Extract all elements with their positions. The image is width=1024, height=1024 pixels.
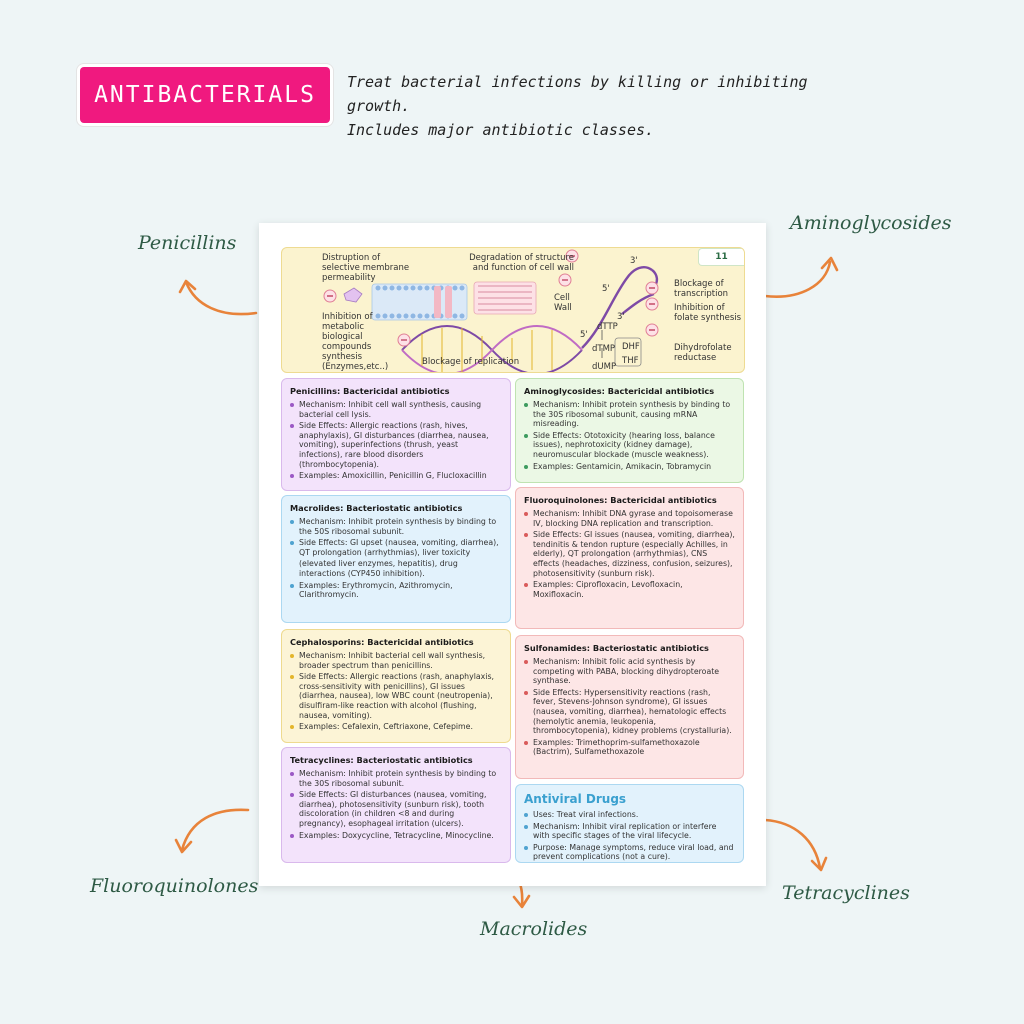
arrow-fluoroquinolones-icon [180, 808, 250, 852]
inhibition-markers-icon [323, 249, 659, 347]
card-fluoroquinolones: Fluoroquinolones: Bactericidal antibioti… [515, 487, 744, 629]
callout-penicillins: Penicillins [138, 232, 237, 254]
arrow-penicillins-icon [184, 280, 258, 316]
label-3prime-b: 3' [617, 312, 625, 322]
list-item: Side Effects: GI disturbances (nausea, v… [290, 790, 502, 828]
tagline-line-1: Treat bacterial infections by killing or… [347, 73, 808, 115]
enzyme-icon [343, 287, 363, 303]
label-membrane: Distruption of selective membrane permea… [322, 253, 410, 283]
list-item: (elevated liver enzymes, hepatitis), dru… [299, 559, 458, 578]
dna-helix-icon [401, 325, 583, 372]
arrow-tetracyclines-icon [763, 818, 822, 870]
list-item: Side Effects: Hypersensitivity reactions… [524, 688, 735, 736]
list-item: Uses: Treat viral infections. [524, 810, 735, 820]
list-item: Mechanism: Inhibit protein synthesis by … [290, 517, 502, 536]
page-number: 11 [698, 248, 744, 266]
card-title: Fluoroquinolones: Bactericidal antibioti… [524, 495, 717, 505]
card-title: Aminoglycosides: Bactericidal antibiotic… [524, 386, 715, 396]
list-item: Mechanism: Inhibit DNA gyrase and topois… [524, 509, 735, 528]
list-item: Mechanism: Inhibit folic acid synthesis … [524, 657, 735, 686]
list-item: Mechanism: Inhibit protein synthesis by … [290, 769, 502, 788]
list-item: Side Effects: GI upset (nausea, vomiting… [290, 538, 502, 557]
arrow-macrolides-head-icon [512, 894, 531, 909]
list-item: Examples: Gentamicin, Amikacin, Tobramyc… [524, 462, 735, 472]
card-macrolides: Macrolides: Bacteriostatic antibiotics M… [281, 495, 511, 623]
label-transcription: Blockage of transcription [674, 279, 729, 299]
callout-aminoglycosides: Aminoglycosides [790, 212, 952, 234]
list-item: Examples: Trimethoprim-sulfamethoxazole … [524, 738, 735, 757]
card-title: Tetracyclines: Bacteriostatic antibiotic… [290, 755, 473, 765]
card-title: Cephalosporins: Bactericidal antibiotics [290, 637, 474, 647]
card-tetracyclines: Tetracyclines: Bacteriostatic antibiotic… [281, 747, 511, 863]
label-3prime-a: 3' [630, 256, 638, 266]
card-antiviral: Antiviral Drugs Uses: Treat viral infect… [515, 784, 744, 863]
list-item: Side Effects: Allergic reactions (rash, … [290, 672, 502, 720]
callout-fluoroquinolones: Fluoroquinolones [90, 875, 259, 897]
label-dtmp: dTMP [592, 344, 616, 354]
list-item: Mechanism: Inhibit bacterial cell wall s… [290, 651, 502, 670]
card-title: Penicillins: Bactericidal antibiotics [290, 386, 450, 396]
card-sulfonamides: Sulfonamides: Bacteriostatic antibiotics… [515, 635, 744, 779]
list-item: Mechanism: Inhibit protein synthesis by … [524, 400, 735, 429]
arrow-penicillins-head-icon [178, 279, 197, 294]
card-title: Macrolides: Bacteriostatic antibiotics [290, 503, 463, 513]
membrane-bilayer-icon [371, 283, 468, 321]
list-item: Side Effects: Ototoxicity (hearing loss,… [524, 431, 735, 460]
list-item: Mechanism: Inhibit cell wall synthesis, … [290, 400, 502, 419]
title-badge: ANTIBACTERIALS [80, 67, 330, 123]
folate-pathway-icon [601, 330, 642, 367]
card-cephalosporins: Cephalosporins: Bactericidal antibiotics… [281, 629, 511, 743]
label-dttp: dTTP [597, 322, 618, 332]
label-5prime-a: 5' [602, 284, 610, 294]
card-title: Antiviral Drugs [524, 792, 627, 806]
tagline-line-2: Includes major antibiotic classes. [347, 121, 655, 139]
label-dhfr: Dihydrofolate reductase [674, 343, 732, 363]
list-item: Examples: Ciprofloxacin, Levofloxacin, M… [524, 580, 735, 599]
list-item: Mechanism: Inhibit viral replication or … [524, 822, 735, 841]
mrna-strand-icon [581, 266, 659, 349]
card-penicillins: Penicillins: Bactericidal antibiotics Me… [281, 378, 511, 491]
label-dump: dUMP [592, 362, 617, 372]
list-item: Examples: Cefalexin, Ceftriaxone, Cefepi… [290, 722, 502, 732]
worksheet-page: 11 [259, 223, 766, 886]
arrow-aminoglycosides-head-icon [820, 256, 839, 272]
card-aminoglycosides: Aminoglycosides: Bactericidal antibiotic… [515, 378, 744, 483]
mechanism-figure: 11 [281, 247, 745, 373]
label-metabolic: Inhibition of metabolic biological compo… [322, 312, 389, 372]
arrow-tetracyclines-head-icon [810, 856, 828, 872]
list-item: Side Effects: Allergic reactions (rash, … [290, 421, 502, 469]
label-replication: Blockage of replication [422, 357, 520, 367]
label-folate: Inhibition of folate synthesis [674, 303, 742, 323]
mechanism-illustration [323, 249, 659, 372]
list-item: Side Effects: GI issues (nausea, vomitin… [524, 530, 735, 578]
cell-wall-icon [473, 281, 537, 315]
label-dhf: DHF [622, 342, 640, 352]
arrow-aminoglycosides-icon [763, 260, 832, 298]
tagline: Treat bacterial infections by killing or… [347, 70, 867, 142]
card-title: Sulfonamides: Bacteriostatic antibiotics [524, 643, 709, 653]
label-thf: THF [622, 356, 639, 366]
callout-macrolides: Macrolides [480, 918, 588, 940]
label-cell-wall: Cell Wall [554, 293, 572, 313]
arrow-fluoroquinolones-head-icon [174, 838, 193, 854]
list-item: Examples: Doxycycline, Tetracycline, Min… [290, 831, 502, 841]
label-5prime-b: 5' [580, 330, 588, 340]
label-cell-wall-degradation: Degradation of structure and function of… [469, 253, 574, 273]
list-item: Purpose: Manage symptoms, reduce viral l… [524, 843, 735, 862]
list-item: Examples: Amoxicillin, Penicillin G, Flu… [290, 471, 502, 481]
callout-tetracyclines: Tetracyclines [782, 882, 910, 904]
list-item: Examples: Erythromycin, Azithromycin, Cl… [290, 581, 502, 600]
